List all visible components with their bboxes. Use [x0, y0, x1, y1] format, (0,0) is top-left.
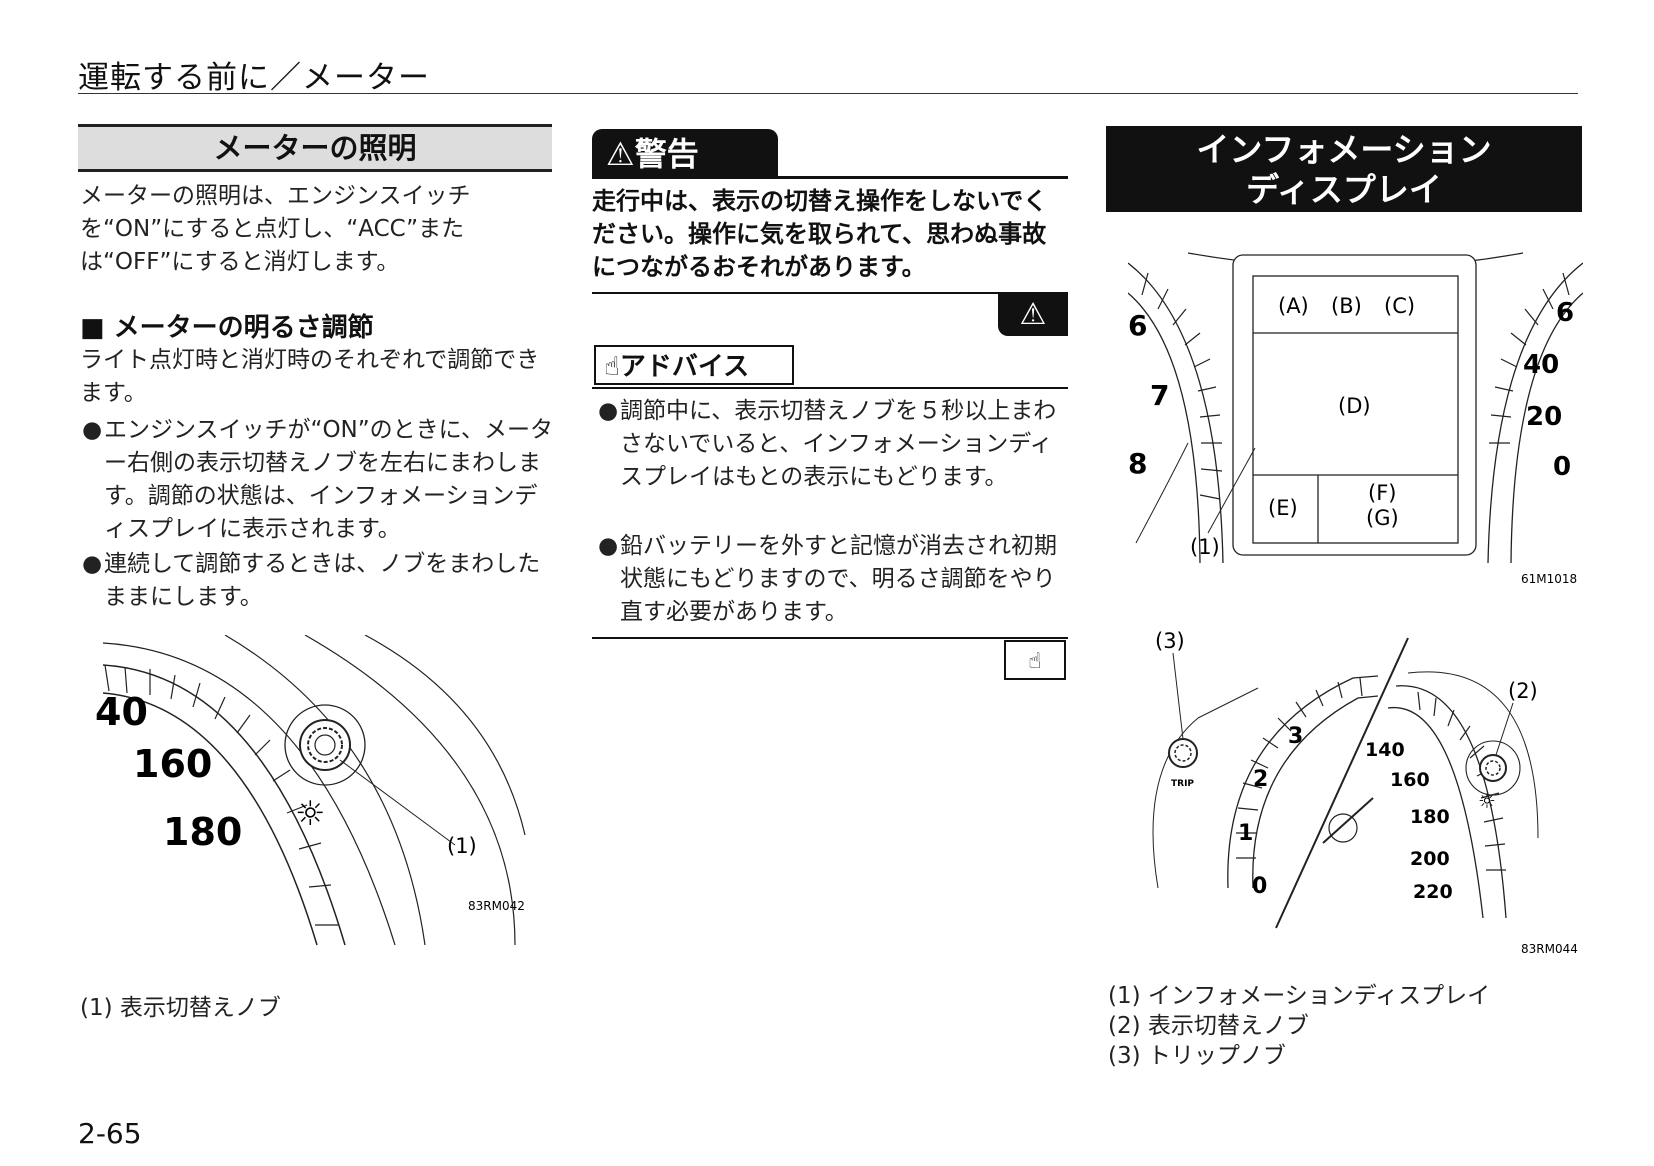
dimmer-icon: ☼: [1478, 789, 1496, 813]
cell-label-b: (B): [1331, 294, 1362, 318]
gauge-number-180: 180: [163, 810, 242, 854]
cell-label-e: (E): [1268, 496, 1298, 520]
warning-text: 走行中は、表示の切替え操作をしないでください。操作に気を取られて、思わぬ事故につ…: [592, 187, 1048, 281]
figure-code: 83RM044: [1521, 942, 1578, 956]
section-title-meter-lighting: メーターの照明: [78, 124, 552, 172]
speed-number-40: 40: [1523, 350, 1559, 380]
figure-brightness-knob: 40 160 180 ☼ (1) 83RM042: [95, 635, 526, 946]
advice-bullet: ● 調節中に、表示切替えノブを５秒以上まわさないでいると、インフォメーションディ…: [598, 395, 1075, 494]
figure-callout-1: (1): [447, 834, 477, 858]
bullet-item: ● エンジンスイッチが“ON”のときに、メーター右側の表示切替えノブを左右にまわ…: [82, 414, 554, 546]
figure-code: 83RM042: [468, 899, 525, 913]
tach-number-6: 6: [1128, 309, 1147, 342]
advice-bullet-text: 調節中に、表示切替えノブを５秒以上まわさないでいると、インフォメーションディスプ…: [620, 398, 1057, 490]
cell-label-f: (F): [1368, 481, 1396, 505]
gauge-number-160: 160: [133, 742, 212, 786]
subheading-brightness: ■ メーターの明るさ調節: [80, 313, 374, 343]
bullet-dot-icon: ●: [82, 417, 103, 443]
speed-number-0: 0: [1553, 452, 1571, 482]
figure-callout-1: (1): [1190, 535, 1220, 559]
paragraph-brightness: ライト点灯時と消灯時のそれぞれで調節できます。: [80, 347, 540, 406]
bullet-dot-icon: ●: [598, 533, 619, 559]
warning-end-icon: ⚠: [998, 294, 1068, 336]
speed-number-220: 220: [1413, 881, 1453, 903]
advice-end-icon: ☝: [1004, 640, 1066, 680]
section-title-line2: ディスプレイ: [1246, 170, 1442, 209]
figure-info-display: 6 7 8 6 40 20 0 (A) (B) (C) (D) (E) (F) …: [1128, 252, 1583, 586]
figure-callout-3: (3): [1155, 629, 1185, 653]
warning-top-rule: [592, 176, 1068, 179]
advice-bullet: ● 鉛バッテリーを外すと記憶が消去され初期状態にもどりますので、明るさ調節をやり…: [598, 530, 1075, 629]
paragraph-meter-lighting: メーターの照明は、エンジンスイッチを“ON”にすると点灯し、“ACC”または“O…: [80, 183, 471, 275]
tach-number-8: 8: [1128, 447, 1147, 480]
cell-label-c: (C): [1384, 294, 1415, 318]
pointing-hand-icon: ☝: [604, 352, 620, 382]
figure-knob-locations: 3 2 1 0 TRIP (3) 140 160 180 200 220 ☼ (…: [1152, 629, 1578, 956]
dimmer-icon: ☼: [295, 794, 325, 834]
warning-triangle-icon: ⚠: [606, 135, 635, 173]
advice-title: アドバイス: [619, 352, 750, 382]
tach-number-3: 3: [1288, 724, 1303, 749]
speed-number-160: 160: [1390, 769, 1430, 791]
bullet-text: エンジンスイッチが“ON”のときに、メーター右側の表示切替えノブを左右にまわしま…: [104, 417, 553, 542]
figure-caption: (1) 表示切替えノブ: [80, 995, 281, 1021]
cell-label-a: (A): [1278, 294, 1309, 318]
section-title-line1: インフォメーション: [1196, 130, 1492, 169]
advice-top-rule: [592, 387, 1068, 389]
speed-number-20: 20: [1526, 402, 1562, 432]
tach-number-0: 0: [1252, 874, 1267, 899]
gauge-number-40: 40: [95, 690, 148, 734]
warning-title: 警告: [634, 135, 699, 173]
tach-number-1: 1: [1238, 821, 1253, 846]
tach-number-7: 7: [1150, 379, 1169, 412]
speed-number-140: 140: [1365, 739, 1405, 761]
cell-label-g: (G): [1366, 506, 1399, 530]
trip-label: TRIP: [1171, 779, 1194, 789]
header-rule: [78, 93, 1578, 94]
advice-tab: ☝アドバイス: [594, 345, 794, 385]
figure-caption: (1) インフォメーションディスプレイ: [1108, 983, 1491, 1009]
cell-label-d: (D): [1338, 394, 1371, 418]
bullet-text: 連続して調節するときは、ノブをまわしたままにします。: [104, 551, 541, 610]
speed-number-6: 6: [1556, 298, 1574, 328]
tach-number-2: 2: [1253, 767, 1268, 792]
figure-code: 61M1018: [1521, 572, 1577, 586]
warning-bottom-rule: [592, 292, 1068, 294]
advice-bullet-text: 鉛バッテリーを外すと記憶が消去され初期状態にもどりますので、明るさ調節をやり直す…: [620, 533, 1057, 625]
speed-number-180: 180: [1410, 806, 1450, 828]
section-title-info-display: インフォメーション ディスプレイ: [1106, 126, 1582, 212]
page-header-title: 運転する前に／メーター: [78, 60, 430, 96]
figure-caption: (2) 表示切替えノブ: [1108, 1013, 1309, 1039]
bullet-dot-icon: ●: [82, 551, 103, 577]
figure-callout-2: (2): [1508, 679, 1538, 703]
figure-caption: (3) トリップノブ: [1108, 1043, 1286, 1069]
bullet-dot-icon: ●: [598, 398, 619, 424]
page-number: 2-65: [78, 1117, 142, 1150]
advice-bottom-rule: [592, 637, 1068, 639]
bullet-item: ● 連続して調節するときは、ノブをまわしたままにします。: [82, 548, 554, 614]
speed-number-200: 200: [1410, 848, 1450, 870]
warning-tab: ⚠警告: [592, 129, 778, 177]
